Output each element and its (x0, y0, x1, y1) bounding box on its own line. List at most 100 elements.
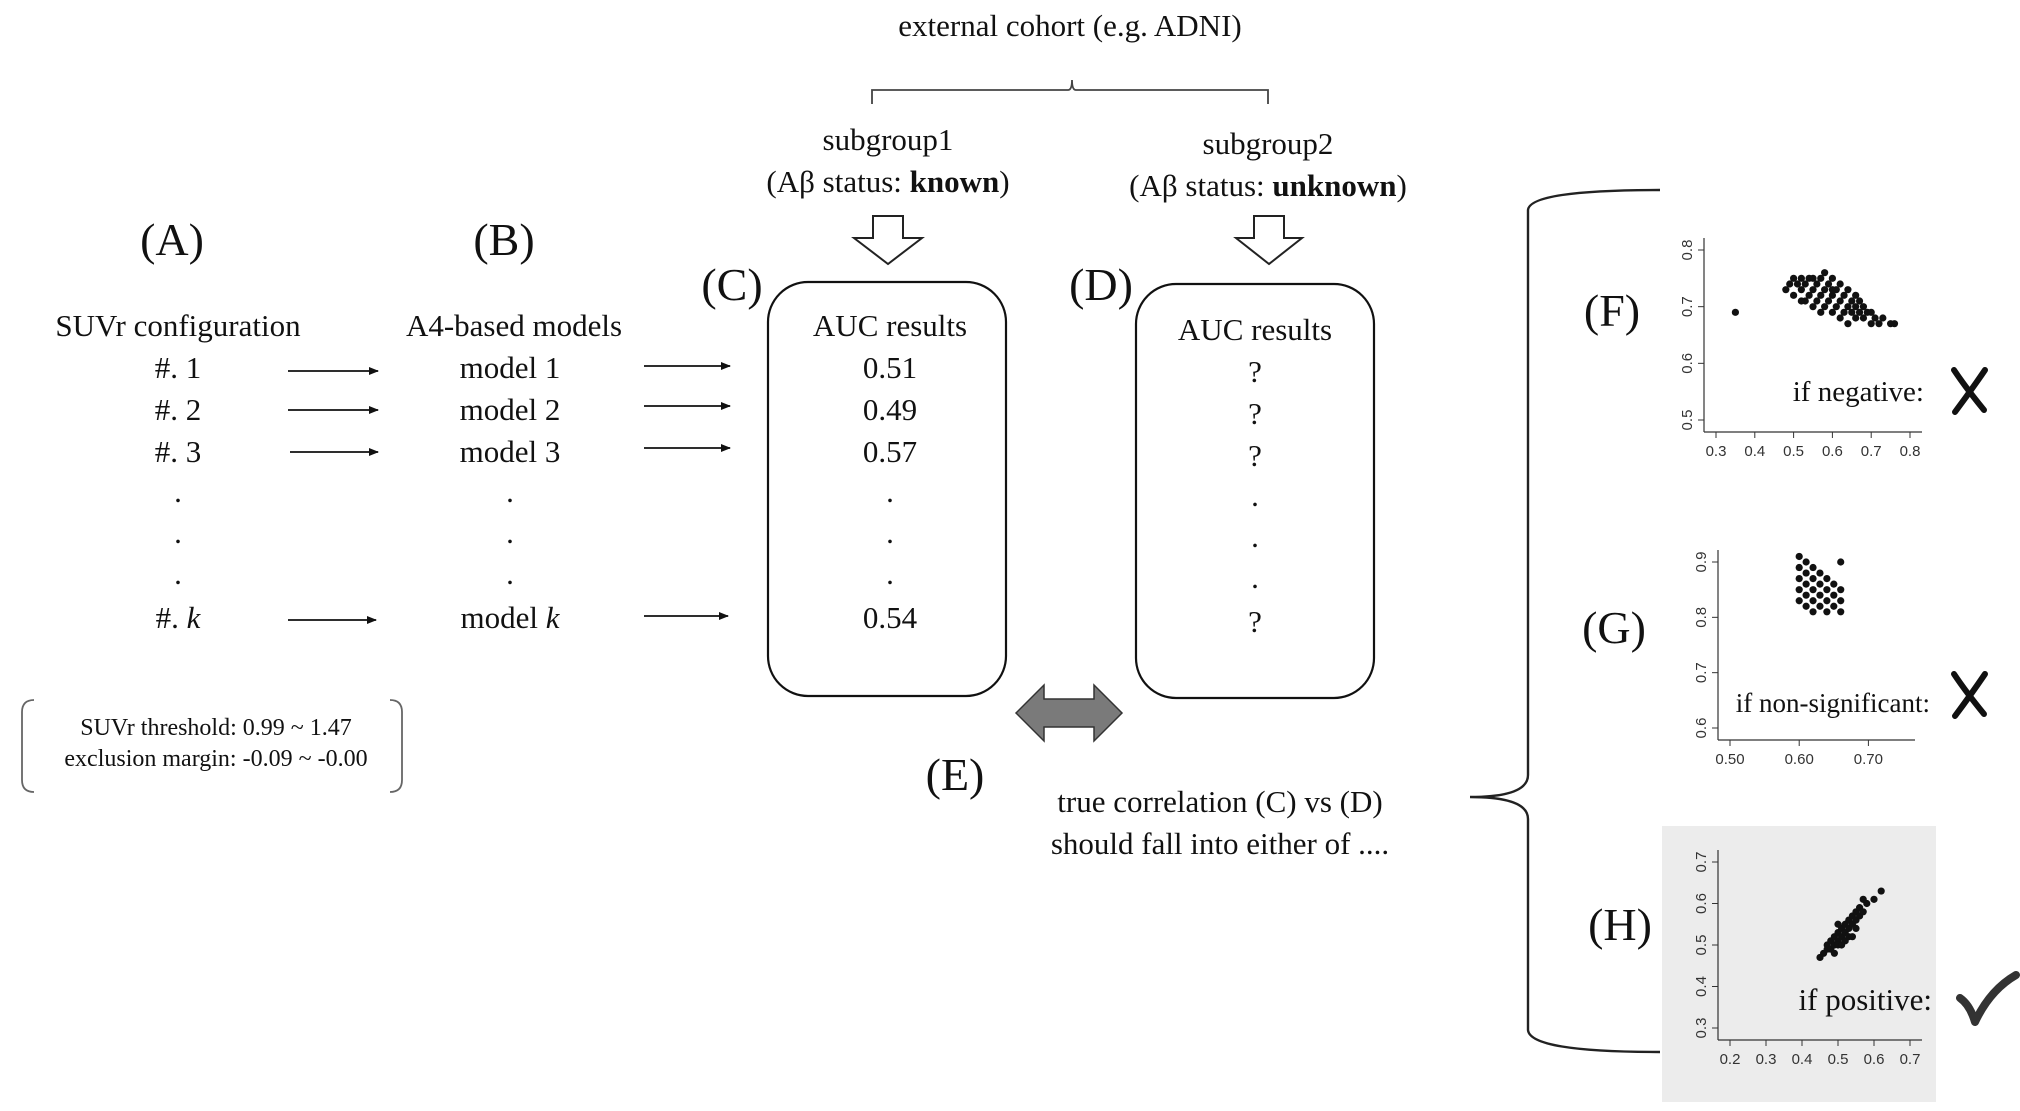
scatter-point (1837, 597, 1845, 605)
config-row: #. 1 (155, 350, 202, 385)
scatter-point (1823, 586, 1831, 594)
scatter-point (1793, 280, 1802, 288)
scatter-point (1838, 941, 1846, 949)
label-A: (A) (140, 214, 204, 265)
check-icon (1956, 971, 2020, 1026)
auc-value: 0.51 (863, 350, 917, 385)
scatter-point (1809, 303, 1817, 311)
scatter-point (1809, 286, 1817, 294)
plot-x-tick-label: 0.7 (1900, 1051, 1921, 1068)
ellipsis-dot: . (1251, 519, 1259, 554)
scatter-point (1817, 291, 1825, 299)
label-C: (C) (701, 259, 762, 310)
scatter-point (1809, 608, 1817, 616)
subgroup2-status: (Aβ status: unknown) (1129, 168, 1407, 203)
scatter-point (1821, 269, 1829, 277)
label-D: (D) (1069, 259, 1133, 310)
down-arrow-icon (1233, 215, 1305, 266)
scatter-point (1795, 575, 1803, 583)
plot-x-tick-label: 0.50 (1715, 751, 1744, 768)
label-B: (B) (473, 214, 534, 265)
scatter-point (1816, 591, 1824, 599)
scatter-point (1809, 597, 1817, 605)
double-arrow-icon (1014, 683, 1124, 743)
scatter-point (1802, 591, 1810, 599)
outcome-brace (1469, 188, 1661, 1054)
label-G: (G) (1582, 602, 1646, 653)
scatter-point (1848, 297, 1856, 305)
suvr-threshold-text: SUVr threshold: 0.99 ~ 1.47 (80, 715, 352, 741)
scatter-point (1855, 297, 1864, 305)
plot-x-tick-label: 0.3 (1756, 1051, 1777, 1068)
outcome-label-nonsignificant: if non-significant: (1736, 688, 1930, 718)
scatter-point (1852, 303, 1860, 311)
scatter-point (1795, 586, 1803, 594)
label-F: (F) (1584, 285, 1640, 336)
scatter-point (1795, 597, 1803, 605)
box-D-header: AUC results (1178, 312, 1332, 347)
scatter-point (1859, 895, 1867, 903)
threshold-box-left-brace (21, 699, 35, 793)
scatter-point (1879, 314, 1887, 322)
box-C-header: AUC results (813, 308, 967, 343)
ellipsis-dot: . (506, 556, 514, 591)
ellipsis-dot: . (506, 474, 514, 509)
column-B-header: A4-based models (406, 308, 622, 343)
plot-y-tick-label: 0.5 (1679, 410, 1696, 431)
model-row-k: model k (460, 600, 560, 635)
correlation-line2: should fall into either of .... (1051, 826, 1389, 861)
scatter-point (1852, 291, 1860, 299)
scatter-point (1832, 303, 1840, 311)
scatter-point (1802, 602, 1810, 610)
scatter-point (1790, 274, 1798, 282)
plot-y-tick-label: 0.6 (1693, 718, 1710, 739)
scatter-point (1836, 297, 1844, 305)
scatter-point (1830, 602, 1838, 610)
correlation-line1: true correlation (C) vs (D) (1057, 784, 1382, 819)
ellipsis-dot: . (886, 474, 894, 509)
plot-x-tick-label: 0.6 (1864, 1051, 1885, 1068)
scatter-point (1867, 308, 1875, 316)
scatter-point (1844, 286, 1852, 294)
plot-x-tick-label: 0.2 (1720, 1051, 1741, 1068)
subgroup2-name: subgroup2 (1203, 126, 1334, 161)
scatter-point (1837, 586, 1845, 594)
scatter-point (1830, 591, 1838, 599)
model-row: model 3 (460, 434, 561, 469)
scatter-point (1830, 580, 1838, 588)
plot-x-tick-label: 0.6 (1822, 443, 1843, 460)
plot-y-tick-label: 0.3 (1693, 1018, 1710, 1039)
scatter-point (1855, 308, 1864, 316)
cross-icon (1951, 671, 1988, 719)
cross-icon (1951, 367, 1988, 415)
scatter-point (1836, 314, 1844, 322)
auc-value: 0.49 (863, 392, 917, 427)
plot-x-tick-label: 0.4 (1792, 1051, 1813, 1068)
scatter-point (1805, 291, 1813, 299)
plot-y-tick-label: 0.7 (1693, 852, 1710, 873)
scatter-point (1824, 297, 1833, 305)
panel-H-background (1662, 826, 1936, 1102)
ellipsis-dot: . (174, 515, 182, 550)
auc-box-D (1134, 282, 1376, 700)
ellipsis-dot: . (1251, 478, 1259, 513)
ellipsis-dot: . (174, 556, 182, 591)
label-E: (E) (926, 749, 985, 800)
scatter-point (1828, 308, 1836, 316)
scatter-point (1844, 303, 1852, 311)
scatter-point (1802, 569, 1810, 577)
scatter-point (1816, 602, 1824, 610)
subgroup1-name: subgroup1 (823, 122, 954, 157)
scatter-point (1809, 575, 1817, 583)
scatter-point (1823, 597, 1831, 605)
scatter-point (1801, 280, 1809, 288)
config-row-k: #. k (156, 600, 202, 635)
scatter-point (1830, 949, 1838, 957)
scatter-point (1877, 887, 1885, 895)
scatter-point (1821, 286, 1829, 294)
scatter-point (1813, 297, 1821, 305)
scatter-point (1795, 563, 1803, 572)
